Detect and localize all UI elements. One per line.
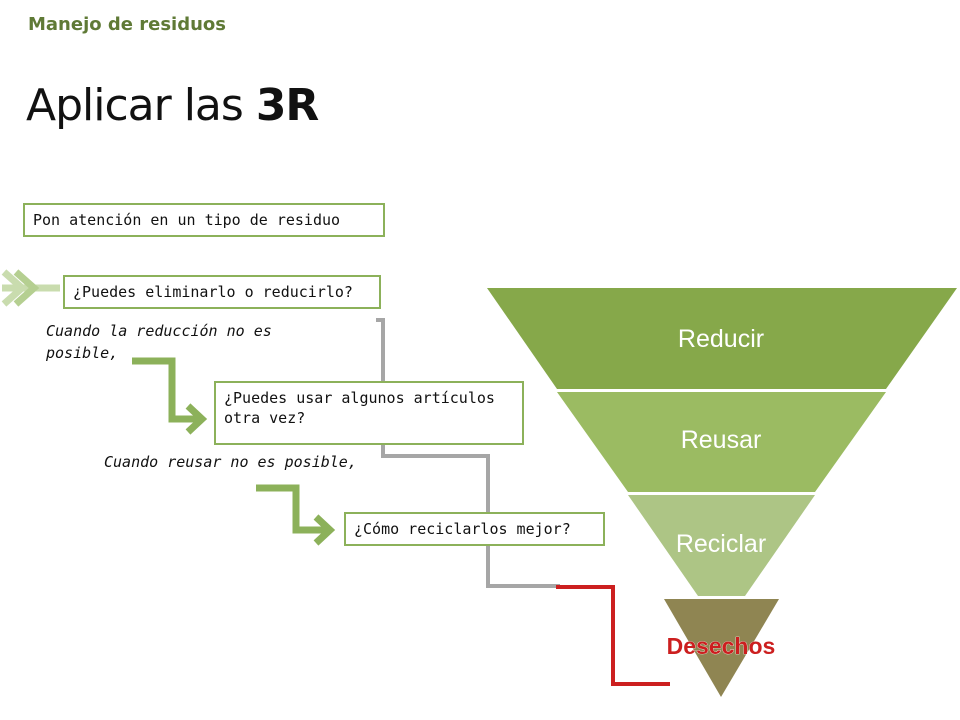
reduce-fail-line2: posible, [46, 343, 119, 362]
reuse-question-line1: ¿Puedes usar algunos artículos [224, 389, 495, 407]
reduce-fail-line1: Cuando la reducción no es [46, 322, 272, 340]
page-title: Aplicar las 3R [26, 80, 319, 131]
reduce-fail-note: Cuando la reducción no es posible, [46, 321, 272, 365]
pyramid-level-reusar [557, 392, 886, 492]
pyramid-level-reducir [487, 288, 957, 389]
reuse-question-line2: otra vez? [224, 409, 306, 428]
pyramid-level-desechos [664, 599, 779, 697]
pyramid-label-reciclar: Reciclar [676, 530, 766, 558]
reuse-question-box: ¿Puedes usar algunos artículos otra vez? [214, 381, 524, 445]
reduce-question-box: ¿Puedes eliminarlo o reducirlo? [63, 275, 381, 309]
title-bold: 3R [255, 80, 319, 131]
attention-box: Pon atención en un tipo de residuo [23, 203, 385, 237]
elbow-arrow-2-icon [256, 484, 336, 546]
pyramid-level-reciclar [628, 495, 815, 596]
pyramid-label-reducir: Reducir [678, 325, 764, 353]
pyramid-label-desechos: Desechos [667, 633, 776, 659]
reuse-fail-note: Cuando reusar no es posible, [104, 453, 357, 471]
category-label: Manejo de residuos [28, 14, 226, 35]
recycle-question-box: ¿Cómo reciclarlos mejor? [344, 512, 605, 546]
pyramid-label-reusar: Reusar [681, 426, 762, 454]
entry-arrow-icon [1, 269, 60, 307]
elbow-arrow-1-icon [132, 357, 208, 435]
title-prefix: Aplicar las [26, 80, 256, 131]
connector-to-waste [556, 585, 670, 686]
